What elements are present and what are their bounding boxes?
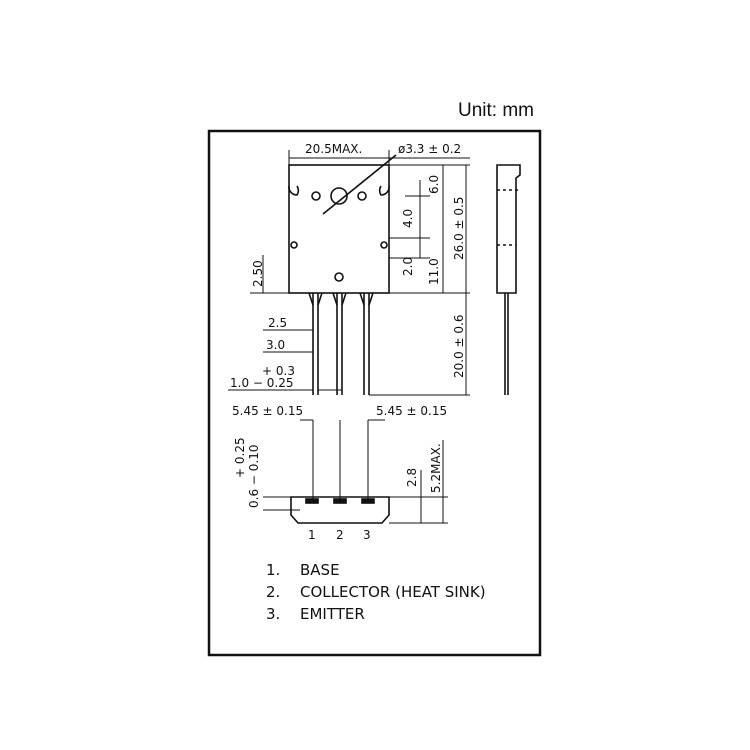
dim-total-thick: 5.2MAX. <box>429 443 443 493</box>
pin-number-3: 3 <box>363 528 371 542</box>
dim-body-height: 26.0 ± 0.5 <box>452 197 466 261</box>
dim-width-max: 20.5MAX. <box>305 142 362 156</box>
dim-top-to-hole: 6.0 <box>427 175 441 194</box>
vertical-dimension-lines <box>228 164 470 396</box>
dim-lead-thick: 0.6 − 0.10 <box>247 445 261 509</box>
legend-num-3: 3. <box>266 605 280 623</box>
dim-lead-width-tol: + 0.3 <box>262 364 295 378</box>
transistor-body <box>288 164 390 294</box>
pin-number-2: 2 <box>336 528 344 542</box>
dim-lead-length: 20.0 ± 0.6 <box>452 315 466 379</box>
pin-number-1: 1 <box>308 528 316 542</box>
legend-label-collector: COLLECTOR (HEAT SINK) <box>300 583 486 601</box>
dim-mid-span: 2.0 <box>401 257 415 276</box>
legend-label-base: BASE <box>300 561 340 579</box>
front-view <box>288 150 470 395</box>
dim-lead-thick-tol: + 0.25 <box>233 437 247 478</box>
dim-hole-diameter: ø3.3 ± 0.2 <box>398 142 461 156</box>
dim-lead-neck: 2.5 <box>268 316 287 330</box>
pin-legend: 1. BASE 2. COLLECTOR (HEAT SINK) 3. EMIT… <box>266 561 486 623</box>
side-view <box>496 164 521 395</box>
legend-num-1: 1. <box>266 561 280 579</box>
dim-body-thick: 2.8 <box>405 468 419 487</box>
dim-side-tab: 2.50 <box>251 260 265 287</box>
unit-label: Unit: mm <box>458 100 534 121</box>
dim-pitch-left: 5.45 ± 0.15 <box>232 404 303 418</box>
side-profile <box>496 164 521 294</box>
mounting-hole <box>330 187 348 205</box>
legend-num-2: 2. <box>266 583 280 601</box>
dim-hole-to-mid: 4.0 <box>401 209 415 228</box>
dim-lower-span: 11.0 <box>427 258 441 285</box>
bottom-view <box>263 419 448 524</box>
drawing-frame <box>207 129 542 657</box>
dim-lead-width: 1.0 − 0.25 <box>230 376 294 390</box>
dim-lead-shoulder: 3.0 <box>266 338 285 352</box>
legend-label-emitter: EMITTER <box>300 605 365 623</box>
dim-pitch-right: 5.45 ± 0.15 <box>376 404 447 418</box>
